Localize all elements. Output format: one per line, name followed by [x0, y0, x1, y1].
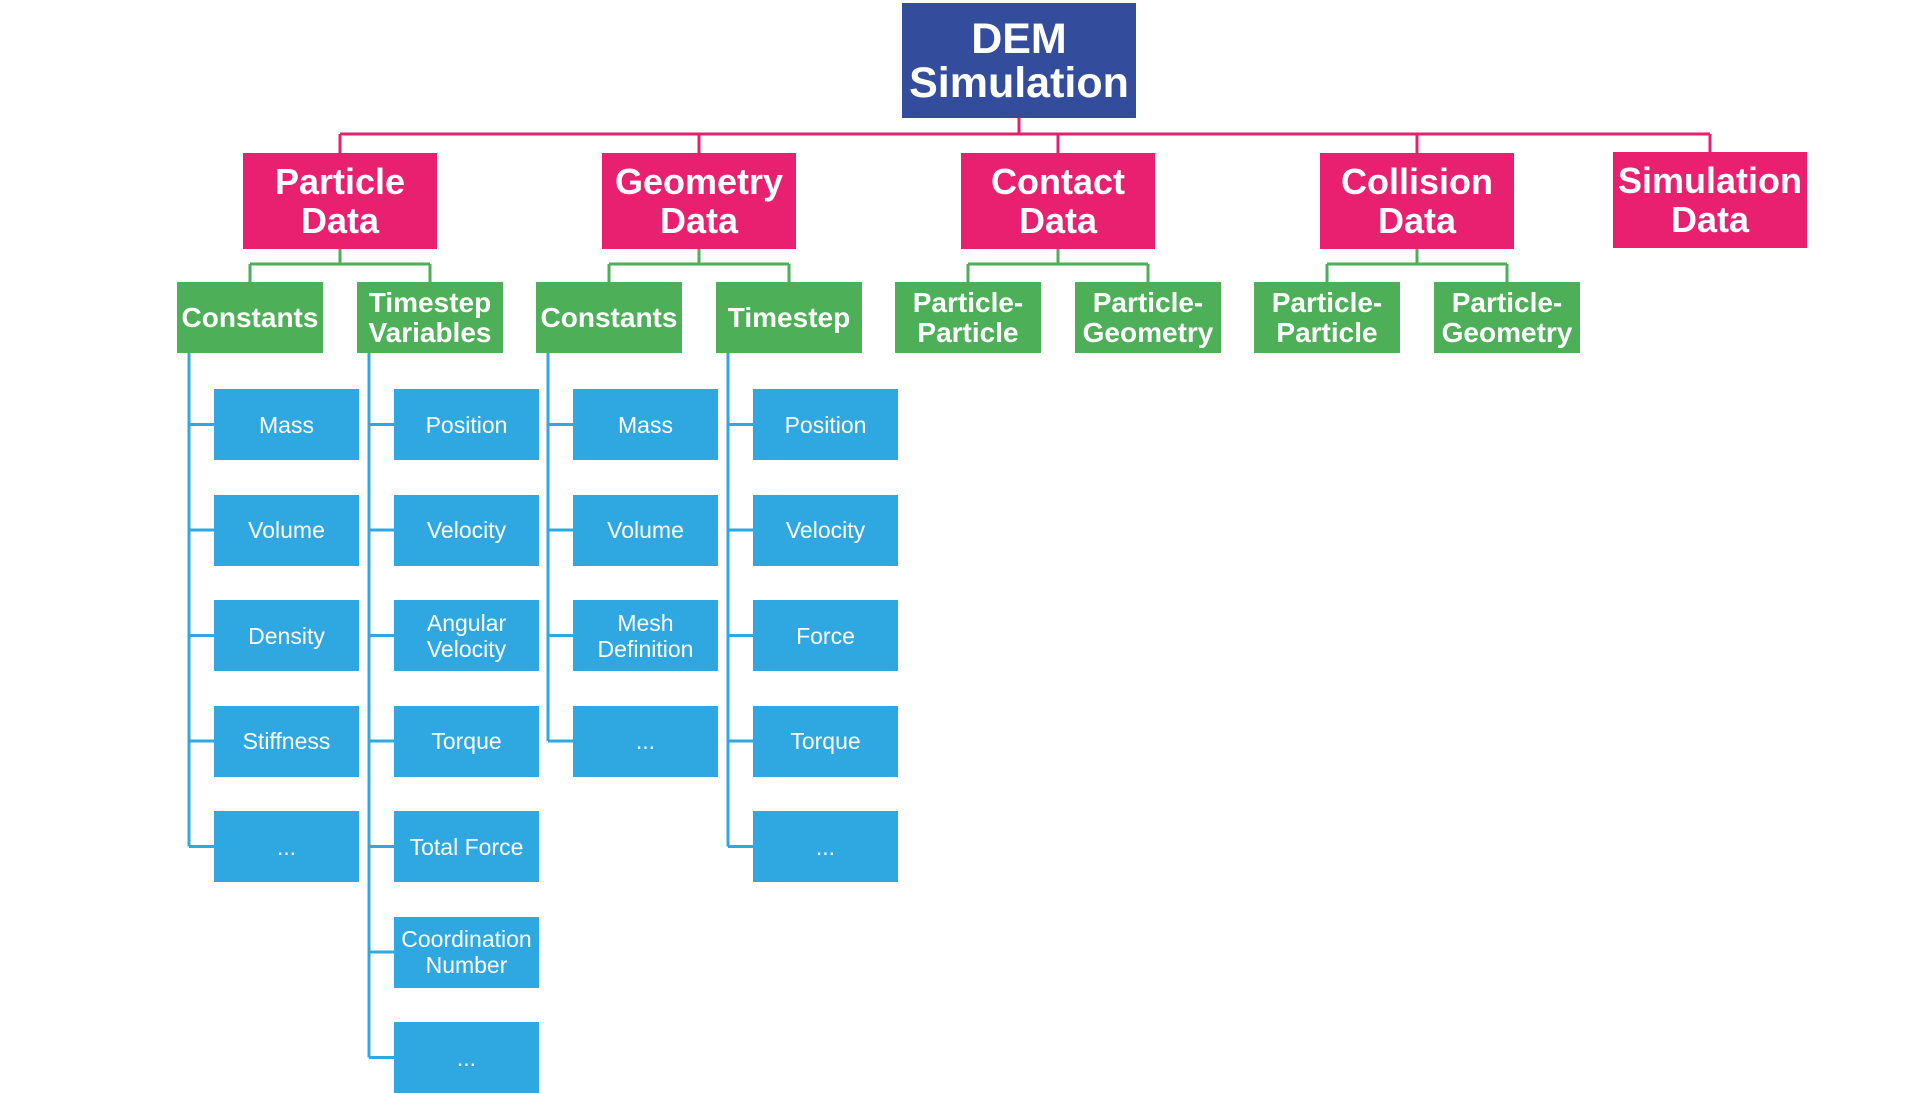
- category-node-simulation: Simulation Data: [1613, 152, 1807, 248]
- leaf-node-geometry-timestep-2-label: Force: [796, 622, 855, 649]
- subcategory-node-contact-particle-geometry: Particle- Geometry: [1075, 282, 1221, 353]
- category-node-geometry-label: Geometry Data: [614, 161, 784, 241]
- leaf-node-geometry-timestep-2: Force: [753, 600, 898, 671]
- leaf-node-geometry-constants-1-label: Volume: [607, 517, 684, 543]
- leaf-node-particle-timestep-variables-3: Torque: [394, 705, 539, 777]
- leaf-node-particle-constants-1: Volume: [214, 494, 359, 566]
- leaf-node-geometry-timestep-4: ...: [753, 811, 898, 882]
- subcategory-node-contact-particle-particle-label: Particle- Particle: [912, 286, 1024, 348]
- leaf-node-particle-timestep-variables-4: Total Force: [394, 811, 539, 882]
- leaf-node-geometry-timestep-3-label: Torque: [790, 728, 861, 754]
- subcategory-node-particle-timestep-variables-label: Timestep Variables: [368, 286, 492, 348]
- subcategory-node-collision-particle-particle-label: Particle- Particle: [1271, 286, 1383, 348]
- leaf-node-particle-constants-2-label: Density: [248, 622, 325, 649]
- leaf-node-particle-timestep-variables-3-label: Torque: [431, 728, 502, 754]
- leaf-node-particle-timestep-variables-2: Angular Velocity: [394, 600, 539, 671]
- subcategory-node-contact-particle-geometry-label: Particle- Geometry: [1082, 286, 1214, 348]
- subcategory-node-geometry-timestep-label: Timestep: [727, 301, 851, 333]
- leaf-node-particle-timestep-variables-1: Velocity: [394, 494, 539, 566]
- subcategory-node-collision-particle-particle: Particle- Particle: [1254, 282, 1400, 353]
- leaf-node-particle-timestep-variables-1-label: Velocity: [426, 517, 507, 543]
- category-node-geometry: Geometry Data: [602, 153, 796, 249]
- leaf-node-particle-constants-0-label: Mass: [259, 411, 314, 438]
- leaf-node-geometry-timestep-0-label: Position: [784, 411, 867, 438]
- subcategory-node-collision-particle-geometry-label: Particle- Geometry: [1441, 286, 1573, 348]
- category-node-collision: Collision Data: [1320, 153, 1514, 249]
- leaf-node-geometry-constants-2: Mesh Definition: [573, 600, 718, 671]
- leaf-node-geometry-timestep-3: Torque: [753, 705, 898, 777]
- leaf-node-geometry-timestep-0: Position: [753, 389, 898, 460]
- category-node-particle: Particle Data: [243, 153, 437, 249]
- leaf-node-particle-timestep-variables-4-label: Total Force: [409, 833, 524, 860]
- leaf-node-particle-constants-3-label: Stiffness: [242, 728, 331, 754]
- leaf-node-geometry-timestep-4-label: ...: [815, 833, 836, 860]
- leaf-node-particle-timestep-variables-0-label: Position: [425, 411, 508, 438]
- category-node-contact: Contact Data: [961, 153, 1155, 249]
- leaf-node-particle-timestep-variables-6-label: ...: [456, 1044, 477, 1071]
- subcategory-node-contact-particle-particle: Particle- Particle: [895, 282, 1041, 353]
- leaf-node-particle-timestep-variables-2-label: Angular Velocity: [426, 609, 507, 662]
- leaf-node-geometry-constants-0: Mass: [573, 389, 718, 460]
- subcategory-node-geometry-timestep: Timestep: [716, 282, 862, 353]
- leaf-node-particle-constants-3: Stiffness: [214, 705, 359, 777]
- leaf-node-geometry-timestep-1: Velocity: [753, 494, 898, 566]
- subcategory-node-particle-constants: Constants: [177, 282, 323, 353]
- leaf-node-particle-constants-1-label: Volume: [248, 517, 325, 543]
- leaf-node-particle-timestep-variables-0: Position: [394, 389, 539, 460]
- leaf-node-geometry-timestep-1-label: Velocity: [785, 517, 866, 543]
- leaf-node-geometry-constants-3: ...: [573, 705, 718, 777]
- root-label: DEM Simulation: [909, 14, 1129, 107]
- category-node-collision-label: Collision Data: [1341, 161, 1493, 241]
- leaf-node-particle-timestep-variables-5-label: Coordination Number: [401, 926, 532, 978]
- leaf-node-geometry-constants-3-label: ...: [635, 728, 656, 754]
- subcategory-node-collision-particle-geometry: Particle- Geometry: [1434, 282, 1580, 353]
- category-node-particle-label: Particle Data: [274, 161, 406, 241]
- subcategory-node-geometry-constants-label: Constants: [540, 301, 678, 333]
- root-node-dem-simulation: DEM Simulation: [902, 3, 1136, 118]
- leaf-node-geometry-constants-0-label: Mass: [618, 411, 673, 438]
- category-node-simulation-label: Simulation Data: [1617, 160, 1802, 240]
- leaf-node-particle-timestep-variables-6: ...: [394, 1022, 539, 1093]
- leaf-node-particle-constants-4: ...: [214, 811, 359, 882]
- subcategory-node-particle-constants-label: Constants: [181, 301, 319, 333]
- leaf-node-geometry-constants-2-label: Mesh Definition: [597, 609, 694, 662]
- leaf-node-geometry-constants-1: Volume: [573, 494, 718, 566]
- category-node-contact-label: Contact Data: [991, 161, 1125, 241]
- leaf-node-particle-constants-2: Density: [214, 600, 359, 671]
- leaf-node-particle-timestep-variables-5: Coordination Number: [394, 916, 539, 988]
- subcategory-node-particle-timestep-variables: Timestep Variables: [357, 282, 503, 353]
- leaf-node-particle-constants-0: Mass: [214, 389, 359, 460]
- subcategory-node-geometry-constants: Constants: [536, 282, 682, 353]
- leaf-node-particle-constants-4-label: ...: [276, 833, 297, 860]
